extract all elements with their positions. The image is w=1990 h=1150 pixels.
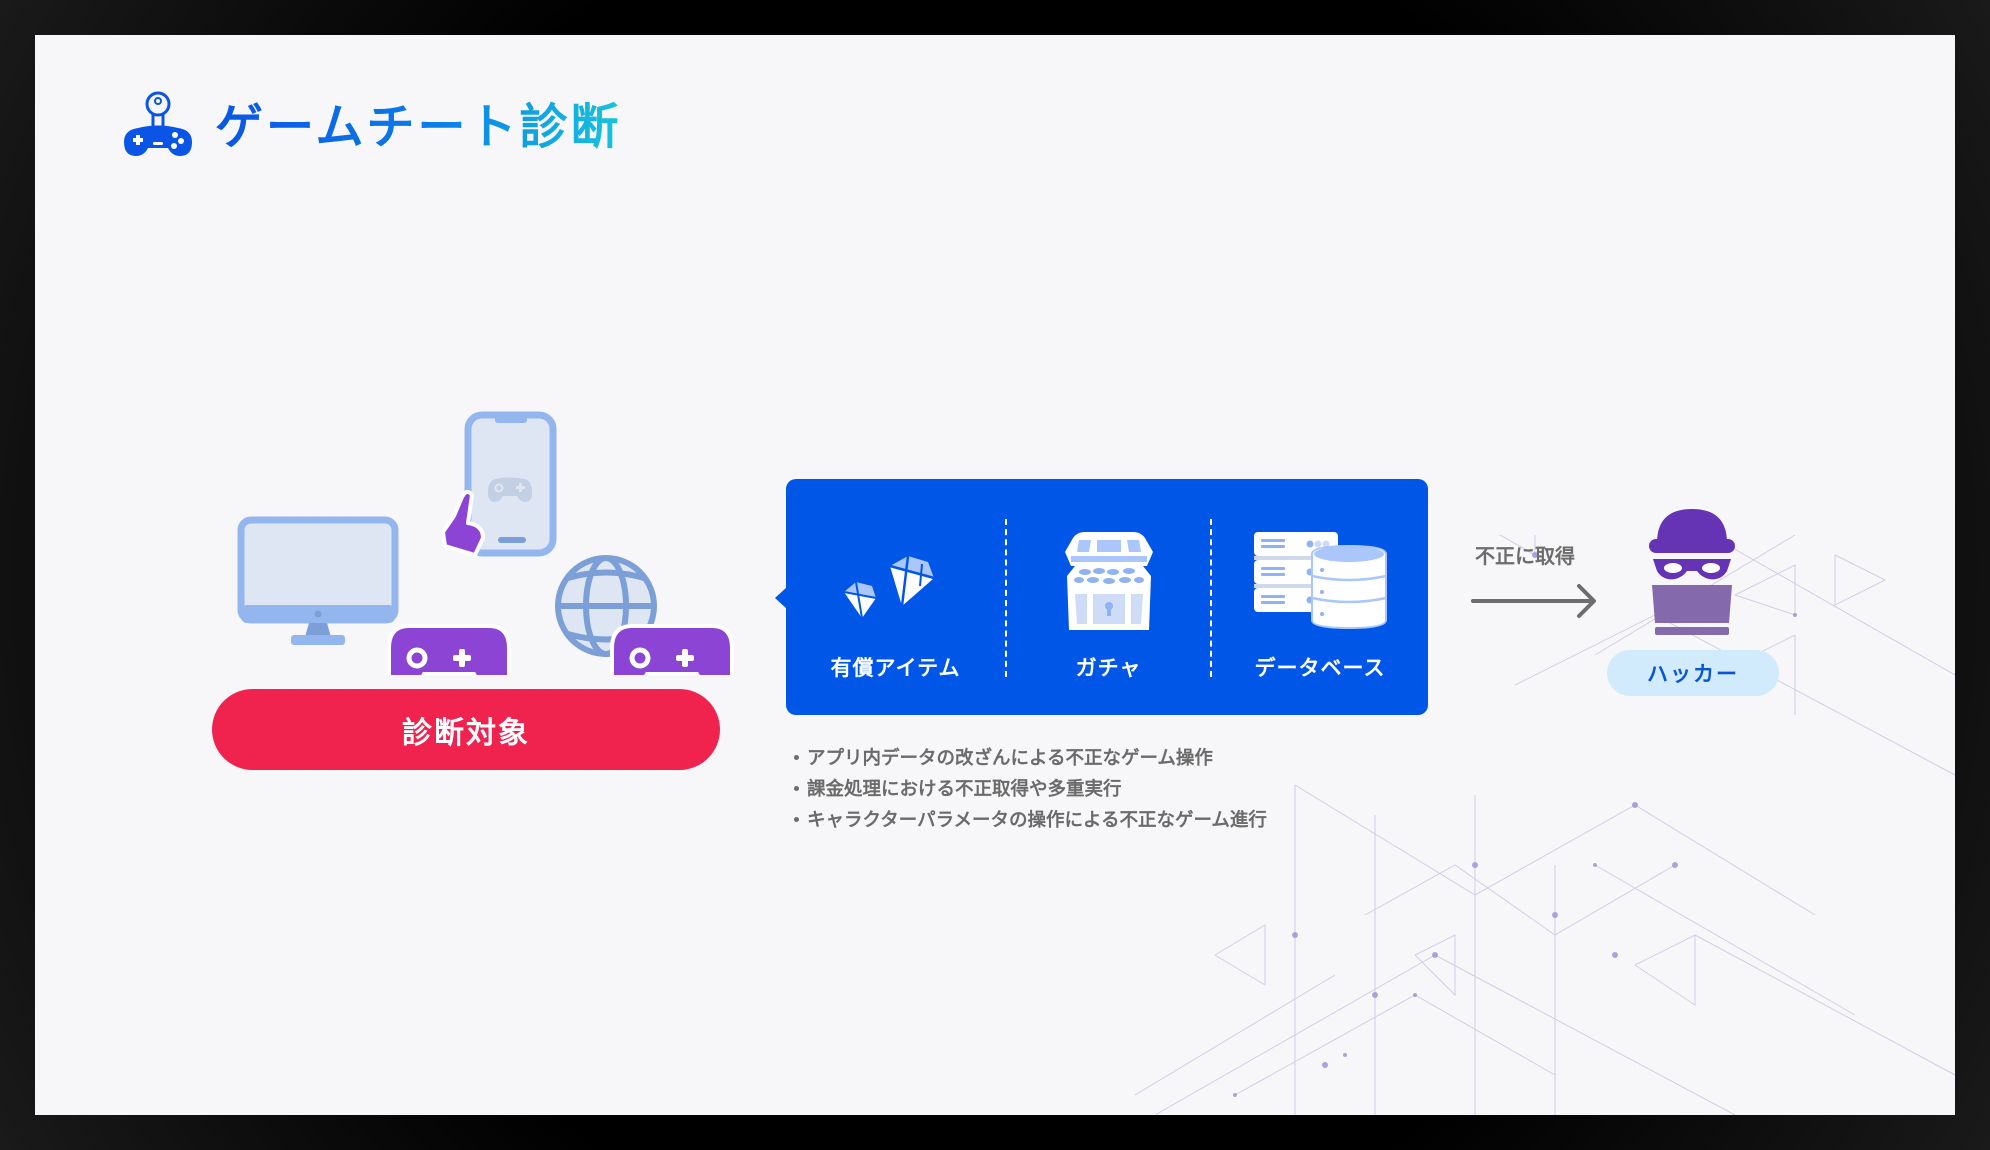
arrow-right-icon xyxy=(1471,584,1596,618)
slide: ゲームチート診断 xyxy=(35,35,1955,1115)
bullet-item: 課金処理における不正取得や多重実行 xyxy=(790,774,1267,805)
dashed-divider xyxy=(1005,519,1007,677)
target-assets-panel: 有償アイテム ガチャ xyxy=(786,479,1428,715)
monitor-icon xyxy=(237,516,399,645)
asset-label: データベース xyxy=(1254,656,1386,680)
bullet-item: アプリ内データの改ざんによる不正なゲーム操作 xyxy=(790,743,1267,774)
gamepad-icon xyxy=(387,624,511,675)
pointing-hand-icon xyxy=(441,490,485,557)
asset-database: データベース xyxy=(1212,479,1428,715)
asset-gacha: ガチャ xyxy=(1007,479,1210,715)
dashed-divider xyxy=(1210,519,1212,677)
smartphone-icon xyxy=(464,411,557,557)
asset-paid-items: 有償アイテム xyxy=(786,479,1005,715)
asset-label: ガチャ xyxy=(1075,656,1142,680)
gamepad-icon xyxy=(610,624,734,675)
bullet-dot xyxy=(794,816,799,822)
treasure-chest-icon xyxy=(1064,532,1153,630)
flow-arrow-label: 不正に取得 xyxy=(1475,544,1575,568)
target-devices-illustration xyxy=(237,411,734,675)
diamonds-icon xyxy=(843,555,934,619)
database-server-icon xyxy=(1254,532,1387,630)
bullet-dot xyxy=(794,754,799,760)
bullet-item: キャラクターパラメータの操作による不正なゲーム進行 xyxy=(790,805,1267,836)
asset-label: 有償アイテム xyxy=(830,656,961,680)
hacker-badge: ハッカー xyxy=(1607,650,1779,696)
page-title: ゲームチート診断 xyxy=(215,99,622,155)
risk-bullet-list: アプリ内データの改ざんによる不正なゲーム操作 課金処理における不正取得や多重実行… xyxy=(790,743,1267,836)
hacker-icon xyxy=(1649,509,1735,635)
bullet-dot xyxy=(794,785,799,791)
callout-pointer xyxy=(775,587,787,609)
diagnosis-target-badge: 診断対象 xyxy=(212,689,720,770)
gamepad-key-icon xyxy=(124,91,192,156)
